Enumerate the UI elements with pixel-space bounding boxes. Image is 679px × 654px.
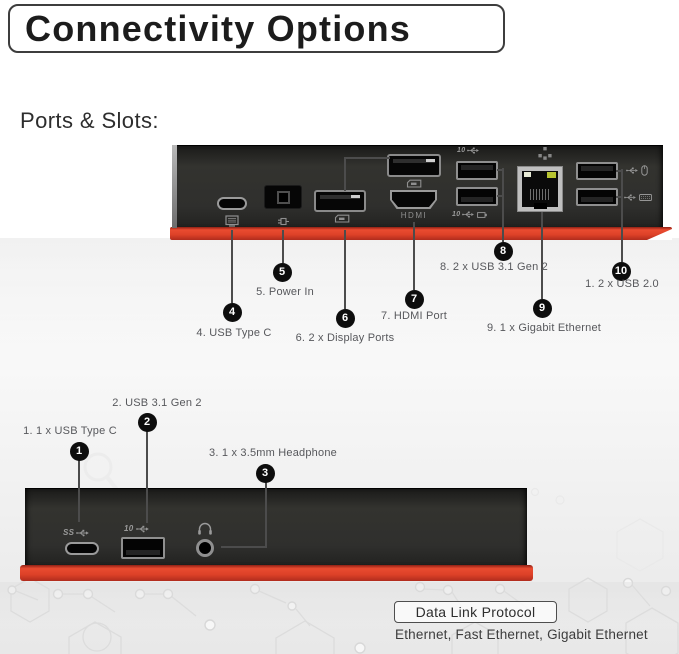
docking-display-icon [225,215,239,227]
usb-trident-icon [135,525,149,532]
rear-usb-c-port [217,197,247,210]
callout-number: 6 [341,312,349,324]
ethernet-pins [530,189,550,200]
callout-label-9: 9. 1 x Gigabit Ethernet [486,322,602,334]
callout-label-7: 7. HDMI Port [381,310,447,322]
data-link-protocol-title: Data Link Protocol [415,604,536,620]
callout-circle-4: 4 [222,302,242,322]
ethernet-led-right [547,172,556,178]
title-box: Connectivity Options [8,4,505,53]
dp-pins [320,195,360,199]
rear-ethernet-port [517,166,563,212]
callout-label-2: 2. USB 3.1 Gen 2 [112,397,202,409]
callout-label-4: 4. USB Type C [196,327,272,339]
usb-trident-icon [626,167,638,174]
front-usb-a-port [121,537,165,559]
usb-trident-icon [467,147,480,154]
callout-number: 8 [499,245,507,257]
callout-circle-3: 3 [255,463,275,483]
usb-trident-icon [624,194,636,201]
power-plug-icon [278,217,289,226]
callout-number: 7 [410,293,418,305]
rear-usb3-port-top [456,161,498,180]
ethernet-notch [534,203,547,209]
callout-circle-2: 2 [137,412,157,432]
callout-circle-9: 9 [532,298,552,318]
callout-number: 1 [75,445,83,457]
dp-pins [393,159,435,163]
callout-number: 5 [278,266,286,278]
front-usb-c-port [65,542,99,555]
headphone-icon [198,522,212,535]
callout-label-5: 5. Power In [256,286,314,298]
usb-ss-label: SS [63,528,75,537]
rear-hdmi-port [390,190,437,209]
callout-circle-10: 10 [611,261,631,281]
rear-usb3-bottom-marking: 10 [452,211,488,218]
mouse-icon [641,165,648,176]
data-link-protocol-value: Ethernet, Fast Ethernet, Gigabit Etherne… [395,627,648,642]
callout-label-3: 3. 1 x 3.5mm Headphone [209,447,337,459]
callout-circle-5: 5 [272,262,292,282]
magnifier-watermark-icon [83,452,113,482]
hdmi-opening [392,192,435,207]
rear-usb2-port-bottom [576,188,618,206]
callout-label-8: 8. 2 x USB 3.1 Gen 2 [440,261,548,273]
network-icon [538,147,552,160]
photo-backdrop-band [0,238,679,364]
rear-usb2-keyboard-marking [624,194,652,201]
ethernet-led-left [524,172,531,177]
front-usbc-marking: SS [63,528,90,537]
callout-number: 2 [143,416,151,428]
rear-usb3-port-bottom [456,187,498,206]
displayport-icon [334,214,350,223]
displayport-icon [406,179,422,188]
power-pin [276,190,290,204]
dp-latch [351,195,360,198]
dock-front-body [25,488,527,566]
hdmi-marking: HDMI [400,211,428,220]
dock-rear-left-edge [172,145,177,228]
callout-circle-7: 7 [404,289,424,309]
battery-icon [477,211,488,218]
callout-label-6: 6. 2 x Display Ports [295,332,395,344]
usb-speed-label: 10 [452,211,461,218]
front-usba-marking: 10 [124,524,150,533]
dock-front-red-base [20,565,533,581]
callout-label-1: 1. 1 x USB Type C [23,425,117,437]
callout-circle-1: 1 [69,441,89,461]
rear-usb2-mouse-marking [626,165,648,176]
keyboard-icon [639,194,652,201]
callout-number: 4 [228,306,236,318]
rear-usb2-port-top [576,162,618,180]
rear-displayport-1 [314,190,366,212]
usb-speed-label: 10 [457,147,466,154]
callout-number: 9 [538,302,546,314]
rear-displayport-2 [387,154,441,177]
rear-power-port [264,185,302,209]
callout-circle-6: 6 [335,308,355,328]
usb-trident-icon [76,529,90,536]
rear-usb3-top-marking: 10 [457,147,480,154]
usb-speed-label: 10 [124,524,134,533]
dp-latch [426,159,435,162]
photo-backdrop-band-front [0,582,679,624]
usb-trident-icon [462,211,475,218]
callout-number: 10 [614,265,628,277]
callout-circle-8: 8 [493,241,513,261]
front-headphone-jack [196,539,214,557]
callout-number: 3 [261,467,269,479]
callout-label-10: 1. 2 x USB 2.0 [585,278,659,290]
data-link-protocol-box: Data Link Protocol [394,601,557,623]
section-label: Ports & Slots: [20,108,159,133]
dock-rear-red-base [170,227,672,240]
dock-rear-base-highlight [647,228,672,240]
page-title: Connectivity Options [25,7,412,49]
